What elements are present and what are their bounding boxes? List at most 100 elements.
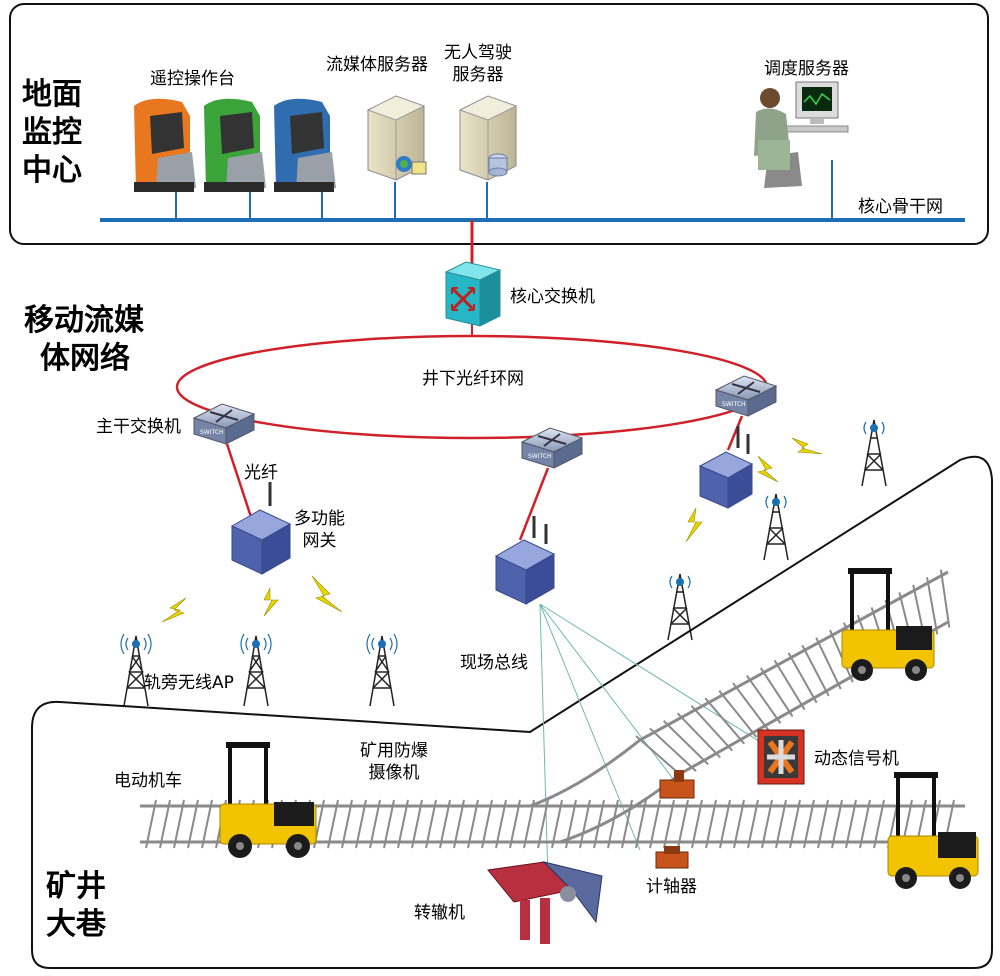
rail-tie <box>159 799 171 849</box>
axle-counter-icon <box>655 846 689 869</box>
rail-tie <box>495 799 507 849</box>
rail-tie <box>355 799 367 849</box>
camera-device-icon <box>659 770 695 799</box>
mobile-title-line-2: 体网络 <box>40 341 130 376</box>
mobile-title-line-1: 移动流媒 <box>24 303 144 338</box>
gateway-label-line-1: 多功能 <box>294 509 345 529</box>
rail-tie <box>369 799 381 849</box>
rail-tie <box>439 799 451 849</box>
camera-label-line-1: 矿用防爆 <box>360 741 428 761</box>
rail-tie <box>759 667 794 717</box>
rail-tie <box>732 682 770 731</box>
rail-tie <box>829 629 854 683</box>
locomotive-left-icon <box>219 742 317 858</box>
fiber-label: 光纤 <box>244 463 278 483</box>
ground-title-line-2: 监控 <box>22 115 82 150</box>
rail-tie <box>789 799 801 849</box>
dispatch-server-icon <box>754 81 849 188</box>
ap-tower-5-icon <box>763 493 789 561</box>
rail-tie <box>859 799 871 849</box>
signal-label: 动态信号机 <box>814 749 899 769</box>
wireless-signals <box>161 437 823 623</box>
rail-tie <box>663 720 709 766</box>
rail-tie <box>341 799 353 849</box>
fieldbus-lines <box>539 603 771 881</box>
media-server-icon <box>366 95 427 181</box>
dispatch-server-label: 调度服务器 <box>764 59 849 79</box>
rail-tie <box>425 799 437 849</box>
mine-roadway-panel <box>31 455 993 969</box>
svg-text:SWITCH: SWITCH <box>200 429 224 436</box>
rail-tie <box>690 705 733 752</box>
rail-tie <box>803 799 815 849</box>
dynamic-signal-icon <box>757 729 805 785</box>
trunk-switch-label: 主干交换机 <box>96 417 181 437</box>
rail-tie <box>649 799 661 849</box>
rail-tie <box>747 799 759 849</box>
switch-machine-icon <box>487 861 603 944</box>
locomotive-upper-right-icon <box>841 568 935 681</box>
fiber-drops <box>225 415 744 541</box>
ap-tower-6-icon <box>861 419 887 487</box>
rail-tie <box>453 799 465 849</box>
autonomous-server-label: 无人驾驶 服务器 <box>444 42 512 86</box>
autonomous-server-icon <box>458 95 518 181</box>
rail-tie <box>467 799 479 849</box>
ring-switch-middle-icon: SWITCH <box>520 427 584 469</box>
rail-tie <box>397 799 409 849</box>
rail-tie <box>663 799 675 849</box>
rail-tie <box>649 727 697 772</box>
rail-tie <box>523 799 535 849</box>
ground-center-title: 地面 监控 中心 <box>22 76 82 190</box>
rail-tie <box>733 799 745 849</box>
rail-tie <box>383 799 395 849</box>
rail-tie <box>537 799 549 849</box>
rail-tie <box>676 712 721 759</box>
rail-tie <box>691 799 703 849</box>
rail-tie <box>761 799 773 849</box>
rail-tie <box>201 799 213 849</box>
ground-center-panel <box>9 3 989 245</box>
rail-tie <box>775 799 787 849</box>
camera-label: 矿用防爆 摄像机 <box>360 740 428 784</box>
rail-tie <box>705 799 717 849</box>
rail-tie <box>787 652 818 704</box>
gateway-middle-icon <box>494 516 556 605</box>
ring-label: 井下光纤环网 <box>422 369 524 389</box>
rail-tie <box>173 799 185 849</box>
svg-text:SWITCH: SWITCH <box>722 401 746 408</box>
rail-tie <box>845 799 857 849</box>
rail-tie <box>801 644 830 697</box>
rail-tie <box>719 799 731 849</box>
gateway-right-icon <box>698 426 754 509</box>
rail-tie <box>831 799 843 849</box>
ap-tower-1-icon <box>120 633 152 707</box>
ground-title-line-3: 中心 <box>22 153 82 188</box>
backbone-drops <box>175 160 833 220</box>
locomotive-label: 电动机车 <box>114 771 182 791</box>
camera-label-line-2: 摄像机 <box>368 763 420 783</box>
rail-tie <box>746 674 782 724</box>
mine-title-line-2: 大巷 <box>46 907 106 942</box>
ap-tower-2-icon <box>240 633 272 707</box>
rail-tie <box>593 799 605 849</box>
rail-tie <box>926 577 939 635</box>
ap-tower-3-icon <box>366 633 398 707</box>
console-green-icon <box>204 98 266 192</box>
ap-label: 轨旁无线AP <box>144 673 234 693</box>
gateway-left-icon <box>230 482 292 575</box>
autonomous-server-label-line-2: 服务器 <box>452 65 504 85</box>
rail-tie <box>551 799 563 849</box>
rail-tie <box>411 799 423 849</box>
mine-title-line-1: 矿井 <box>46 869 106 904</box>
rail-tie <box>145 799 157 849</box>
locomotive-lower-right-icon <box>887 772 979 889</box>
mine-roadway-title: 矿井 大巷 <box>46 868 106 944</box>
rail-tie <box>718 690 758 738</box>
svg-text:SWITCH: SWITCH <box>528 453 552 460</box>
core-switch-label: 核心交换机 <box>510 287 595 307</box>
branch-track <box>529 569 951 844</box>
rail-tie <box>873 799 885 849</box>
ap-tower-4-icon <box>667 573 693 641</box>
rail-tie <box>607 799 619 849</box>
